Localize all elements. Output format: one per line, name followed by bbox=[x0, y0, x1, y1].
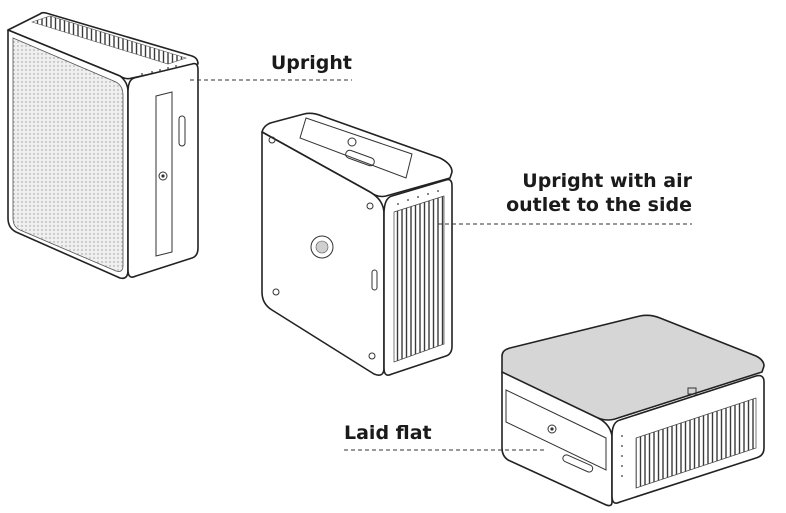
air-outlet-grille bbox=[393, 195, 445, 363]
logo-icon bbox=[310, 235, 334, 259]
callout-laid-flat: Laid flat bbox=[344, 422, 546, 451]
callout-laid-flat-label: Laid flat bbox=[344, 422, 432, 444]
usb-port-icon bbox=[178, 115, 186, 147]
mesh-panel bbox=[12, 37, 124, 272]
device-upright bbox=[7, 11, 199, 280]
device-laid-flat bbox=[501, 314, 765, 507]
callout-upright-label: Upright bbox=[271, 52, 352, 74]
device-upright-side-outlet bbox=[261, 112, 453, 376]
callout-upright-side-line2: outlet to the side bbox=[506, 194, 692, 216]
callout-upright: Upright bbox=[190, 52, 352, 81]
callout-upright-side: Upright with air outlet to the side bbox=[438, 170, 693, 225]
callout-upright-side-line1: Upright with air bbox=[522, 170, 692, 192]
power-button-icon bbox=[158, 171, 168, 181]
side-grille bbox=[635, 397, 757, 489]
